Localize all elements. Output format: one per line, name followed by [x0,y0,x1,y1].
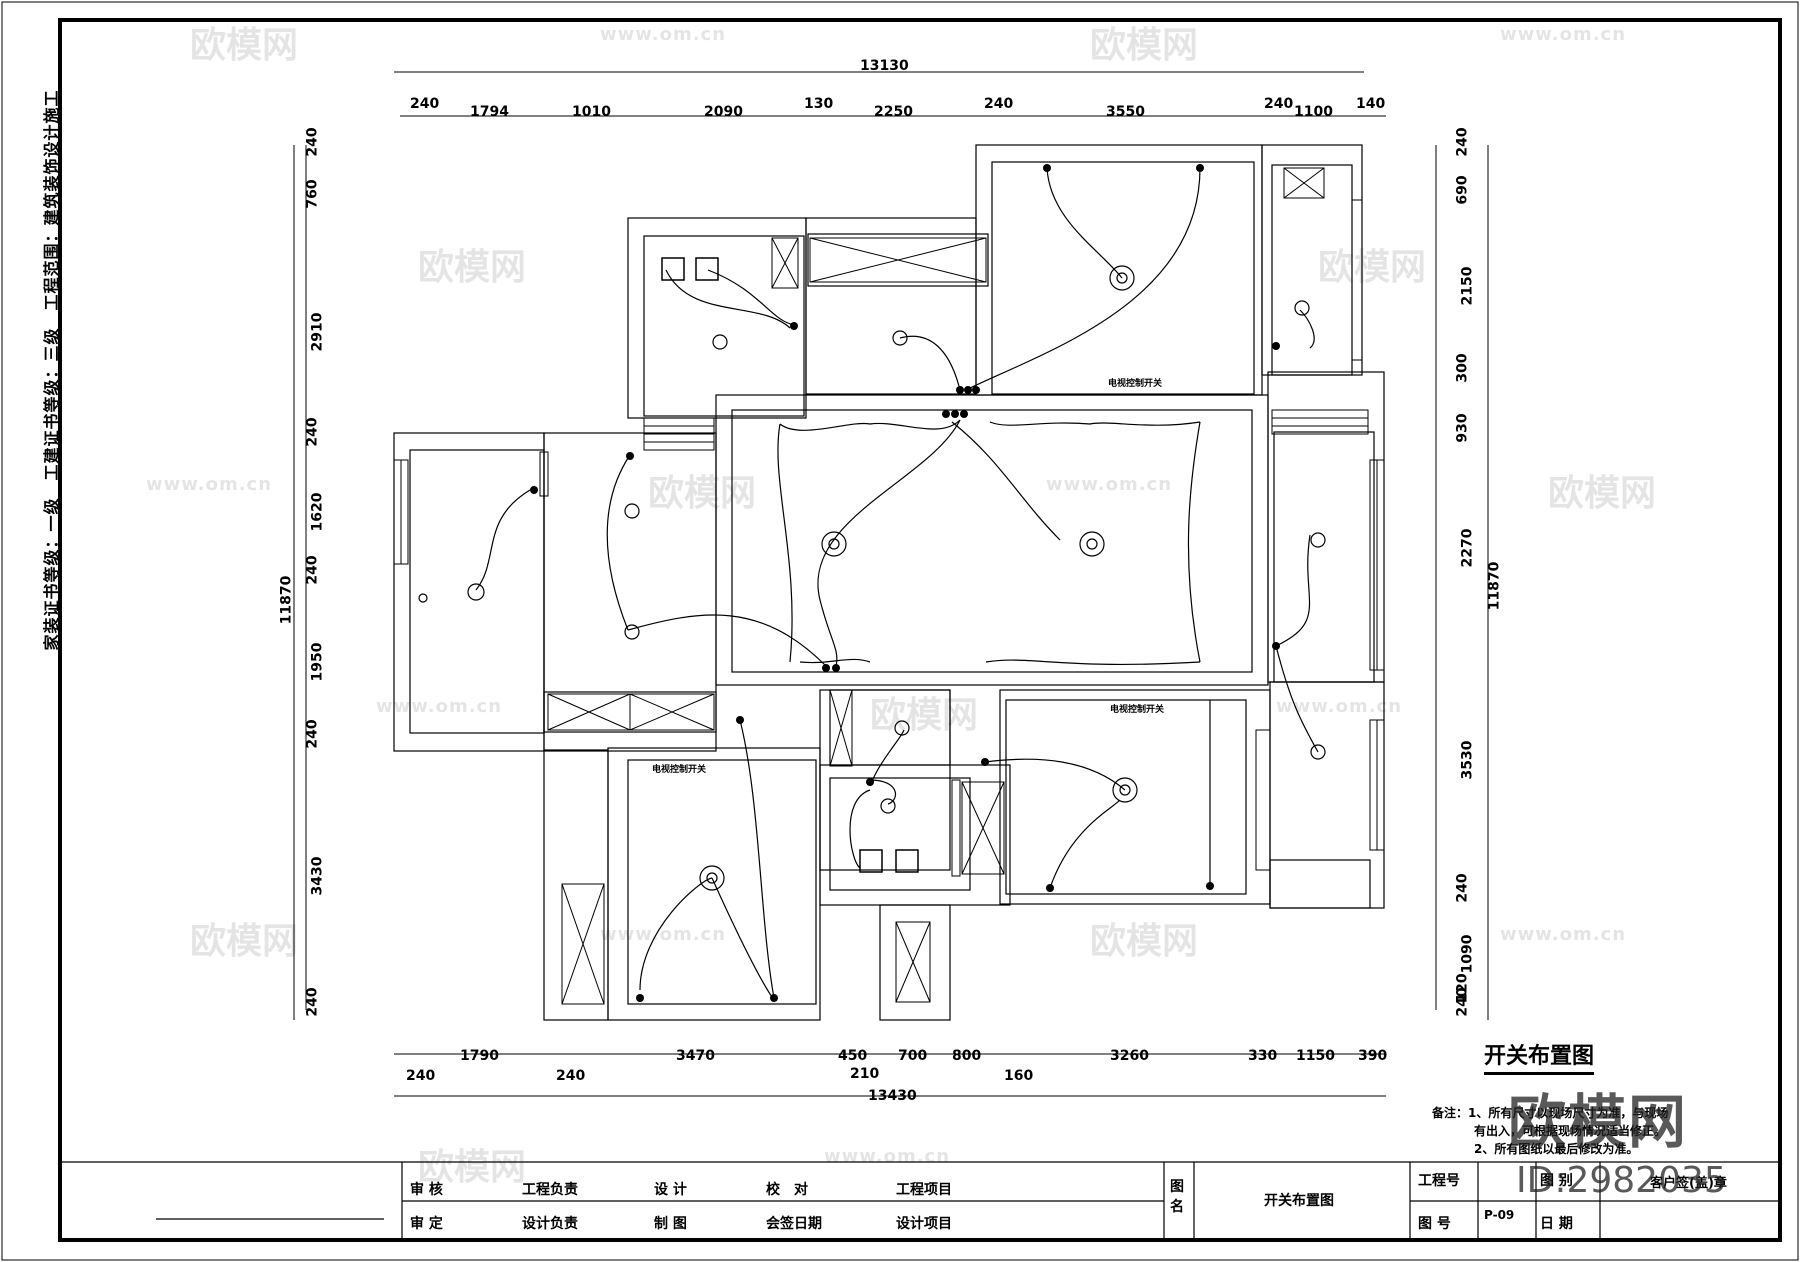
dim-top-4: 2090 [704,104,743,120]
dim-bottom-u7: 330 [1248,1048,1278,1064]
tv-switch-label-3: 电视控制开关 [652,765,707,775]
notes: 备注：1、所有尺寸以现场尺寸为准，与现场 有出入，可根据现场情况适当修正。 2、… [1432,1104,1668,1158]
dim-bottom-l4: 160 [1004,1068,1034,1084]
tb-project-item: 工程项目 [896,1182,952,1198]
dim-bottom-u2: 3470 [676,1048,715,1064]
wiring [475,167,1319,1001]
light-fixtures [418,300,1326,814]
note-line-1b: 有出入，可根据现场情况适当修正。 [1474,1124,1667,1138]
cabinets [539,167,1325,1005]
tb-sign-date: 会签日期 [766,1216,822,1232]
dim-top-5: 130 [804,96,834,112]
tb-design-lead: 设计负责 [522,1216,578,1232]
tb-audit: 审 核 [410,1182,443,1198]
chandeliers [699,265,1138,891]
dim-bottom-total: 13430 [868,1088,917,1104]
dim-bottom-u3: 450 [838,1048,868,1064]
drawing-title: 开关布置图 [1484,1038,1595,1075]
tb-approve: 审 定 [410,1216,443,1232]
tb-date-label: 日 期 [1540,1216,1573,1232]
switch-points[interactable] [530,164,1280,1002]
tb-drawing-name: 开关布置图 [1264,1193,1334,1209]
dim-top-10: 1100 [1294,104,1333,120]
dim-bottom-u1: 1790 [460,1048,499,1064]
tb-figure-no: P-09 [1484,1208,1515,1222]
dim-bottom-u8: 1150 [1296,1048,1335,1064]
dim-top-9: 240 [1264,96,1294,112]
dim-top-total: 13130 [860,58,909,74]
dim-top-3: 1010 [572,104,611,120]
inner-border [58,18,1782,1242]
dim-bottom-u4: 700 [898,1048,928,1064]
windows [393,199,1385,871]
dimension-lines [293,71,1489,1097]
watermark-brand-large: 欧模网 [1508,1088,1689,1156]
dim-bottom-l1: 240 [406,1068,436,1084]
tv-switch-label-2: 电视控制开关 [1110,705,1165,715]
tb-check: 校 对 [766,1182,808,1198]
tb-design-item: 设计项目 [896,1216,952,1232]
watermark-id: ID:2982035 [1516,1160,1727,1201]
dim-top-7: 240 [984,96,1014,112]
dim-bottom-l3: 210 [850,1066,880,1082]
dim-bottom-u6: 3260 [1110,1048,1149,1064]
tb-drafting: 制 图 [654,1216,687,1232]
dim-bottom-u5: 800 [952,1048,982,1064]
tb-design: 设 计 [654,1182,687,1198]
dim-top-11: 140 [1356,96,1386,112]
tb-project-no-label: 工程号 [1418,1173,1460,1189]
exhaust-fans [661,257,919,873]
dim-top-1: 240 [410,96,440,112]
dim-top-6: 2250 [874,104,913,120]
dim-bottom-l2: 240 [556,1068,586,1084]
dim-top-8: 3550 [1106,104,1145,120]
note-line-2: 2、所有图纸以最后修改为准。 [1474,1142,1639,1156]
tb-sheet-label: 图 别 [1540,1173,1573,1189]
tb-client-sign: 客户签(盖)章 [1650,1176,1727,1191]
dim-bottom-u9: 390 [1358,1048,1388,1064]
tb-drawing-name-label: 图 名 [1170,1179,1184,1215]
notes-prefix: 备注： [1432,1106,1469,1120]
tv-switch-label-1: 电视控制开关 [1108,379,1163,389]
note-line-1: 1、所有尺寸以现场尺寸为准，与现场 [1468,1106,1669,1120]
dim-top-2: 1794 [470,104,509,120]
tb-figure-no-label: 图 号 [1418,1216,1451,1232]
tb-project-lead: 工程负责 [522,1182,578,1198]
